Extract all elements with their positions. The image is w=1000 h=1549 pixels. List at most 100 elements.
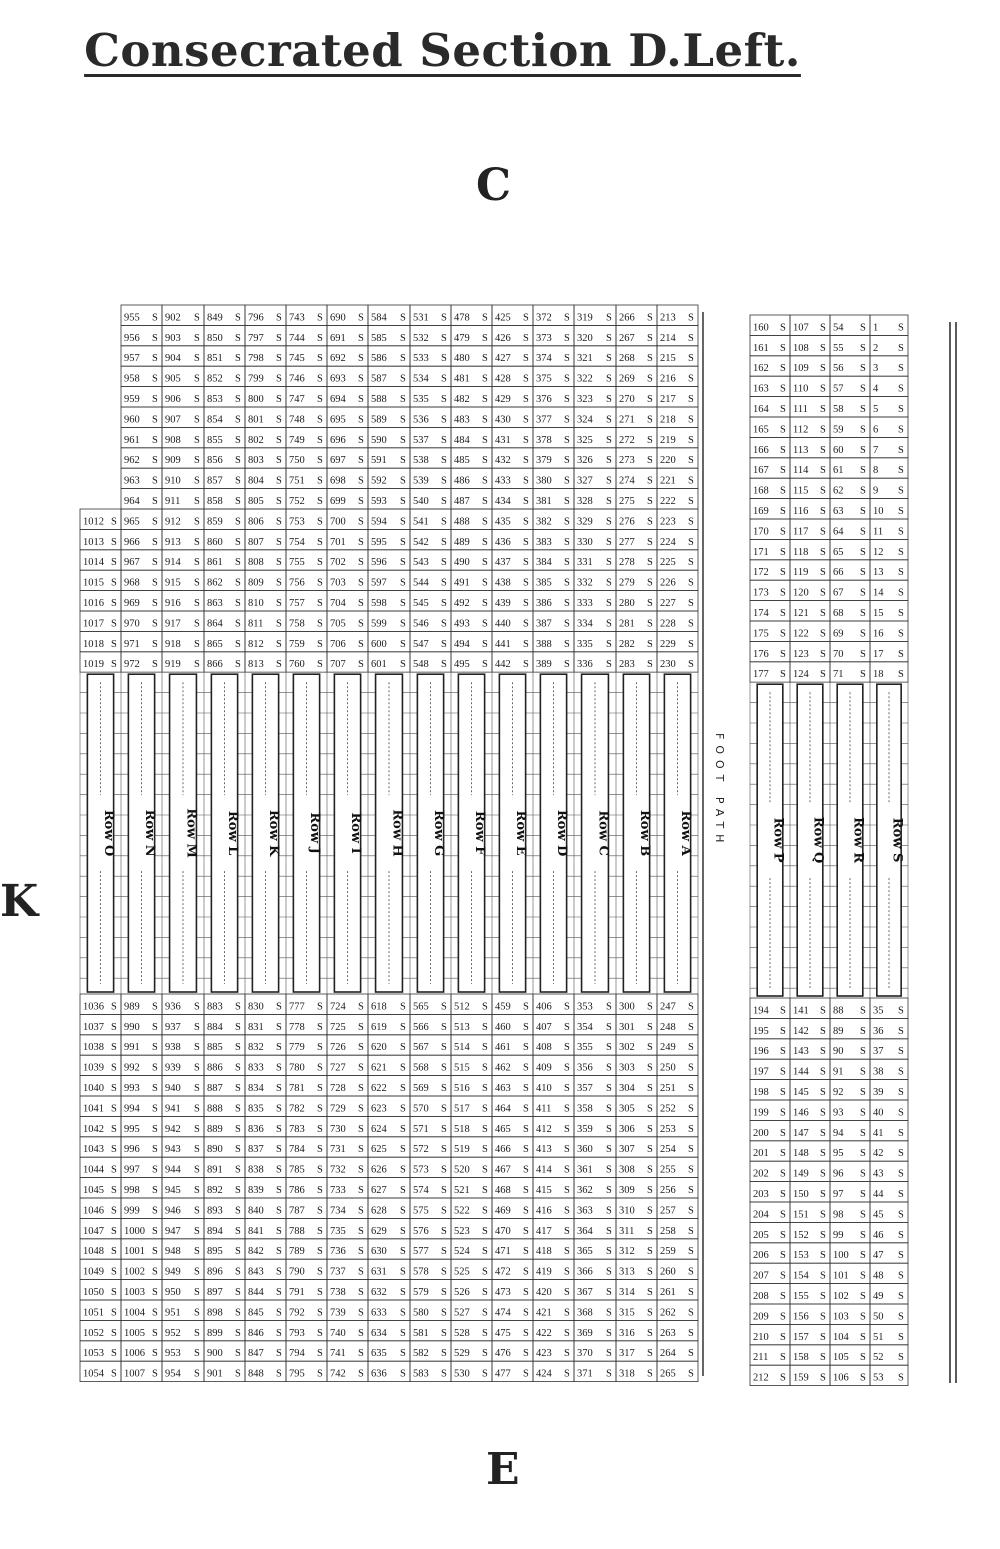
plot-number: 916 — [165, 598, 181, 609]
plot-number: 208 — [753, 1291, 769, 1302]
plot-suffix: S — [358, 639, 364, 650]
plot-suffix: S — [152, 1144, 158, 1155]
plot-number: 798 — [248, 353, 264, 364]
plot-number: 408 — [536, 1042, 552, 1053]
plot-number: 221 — [660, 476, 676, 487]
plot-suffix: S — [482, 1287, 488, 1298]
plot-suffix: S — [152, 1083, 158, 1094]
plot-number: 175 — [753, 628, 769, 639]
plot-suffix: S — [523, 1369, 529, 1380]
plot-suffix: S — [523, 353, 529, 364]
plot-number: 61 — [833, 465, 844, 476]
plot-number: 160 — [753, 322, 769, 333]
plot-suffix: S — [860, 1332, 866, 1343]
plot-number: 569 — [413, 1083, 429, 1094]
plot-number: 109 — [793, 363, 809, 374]
plot-number: 54 — [833, 322, 844, 333]
plot-number: 533 — [413, 353, 429, 364]
plot-suffix: S — [820, 526, 826, 537]
plot-number: 373 — [536, 333, 552, 344]
plot-number: 621 — [371, 1063, 387, 1074]
plot-suffix: S — [152, 598, 158, 609]
plot-number: 117 — [793, 526, 808, 537]
plot-number: 359 — [577, 1124, 593, 1135]
plot-suffix: S — [523, 1124, 529, 1135]
plot-suffix: S — [780, 547, 786, 558]
plot-suffix: S — [820, 1230, 826, 1241]
plot-number: 202 — [753, 1169, 769, 1180]
plot-number: 255 — [660, 1165, 676, 1176]
plot-suffix: S — [688, 1124, 694, 1135]
plot-suffix: S — [523, 333, 529, 344]
plot-number: 724 — [330, 1001, 347, 1012]
plot-suffix: S — [523, 435, 529, 446]
plot-number: 482 — [454, 394, 470, 405]
plot-suffix: S — [276, 516, 282, 527]
plot-number: 13 — [873, 567, 884, 578]
plot-number: 543 — [413, 557, 429, 568]
plot-suffix: S — [523, 1001, 529, 1012]
plot-number: 726 — [330, 1042, 346, 1053]
plot-suffix: S — [358, 659, 364, 670]
plot-number: 362 — [577, 1185, 593, 1196]
plot-number: 835 — [248, 1103, 264, 1114]
plot-suffix: S — [860, 506, 866, 517]
plot-number: 1043 — [83, 1144, 104, 1155]
plot-suffix: S — [317, 557, 323, 568]
plot-number: 960 — [124, 414, 140, 425]
plot-suffix: S — [400, 557, 406, 568]
plot-suffix: S — [194, 1103, 200, 1114]
plot-number: 440 — [495, 618, 511, 629]
plot-suffix: S — [111, 1042, 117, 1053]
plot-suffix: S — [358, 1165, 364, 1176]
plot-suffix: S — [564, 435, 570, 446]
plot-number: 1047 — [83, 1226, 104, 1237]
plot-suffix: S — [860, 1373, 866, 1384]
plot-number: 220 — [660, 455, 676, 466]
plot-suffix: S — [898, 486, 904, 497]
plot-number: 534 — [413, 374, 430, 385]
plot-suffix: S — [780, 1209, 786, 1220]
plot-suffix: S — [860, 649, 866, 660]
plot-number: 526 — [454, 1287, 470, 1298]
plot-suffix: S — [482, 1124, 488, 1135]
plot-suffix: S — [482, 557, 488, 568]
plot-suffix: S — [688, 1083, 694, 1094]
plot-suffix: S — [898, 384, 904, 395]
plot-number: 486 — [454, 476, 470, 487]
plot-number: 5 — [873, 404, 878, 415]
plot-number: 161 — [753, 343, 769, 354]
plot-number: 892 — [207, 1185, 223, 1196]
plot-number: 941 — [165, 1103, 181, 1114]
plot-suffix: S — [194, 333, 200, 344]
plot-suffix: S — [898, 1087, 904, 1098]
plot-cell — [80, 489, 121, 509]
plot-suffix: S — [441, 1042, 447, 1053]
plot-suffix: S — [235, 1144, 241, 1155]
plot-suffix: S — [820, 628, 826, 639]
plot-suffix: S — [688, 1022, 694, 1033]
plot-number: 805 — [248, 496, 264, 507]
plot-suffix: S — [194, 1083, 200, 1094]
plot-suffix: S — [111, 1348, 117, 1359]
plot-number: 1049 — [83, 1267, 104, 1278]
plot-number: 837 — [248, 1144, 264, 1155]
plot-number: 99 — [833, 1230, 844, 1241]
plot-suffix: S — [860, 445, 866, 456]
plot-number: 962 — [124, 455, 140, 466]
plot-number: 1053 — [83, 1348, 104, 1359]
plot-suffix: S — [400, 1246, 406, 1257]
plot-suffix: S — [482, 1083, 488, 1094]
plot-number: 905 — [165, 374, 181, 385]
plot-suffix: S — [276, 1307, 282, 1318]
plot-suffix: S — [317, 333, 323, 344]
plot-suffix: S — [780, 649, 786, 660]
plot-suffix: S — [400, 578, 406, 589]
plot-number: 485 — [454, 455, 470, 466]
plot-number: 312 — [619, 1246, 635, 1257]
row-label-box — [622, 673, 651, 993]
plot-suffix: S — [820, 1352, 826, 1363]
plot-suffix: S — [898, 1107, 904, 1118]
plot-number: 833 — [248, 1063, 264, 1074]
plot-suffix: S — [152, 353, 158, 364]
